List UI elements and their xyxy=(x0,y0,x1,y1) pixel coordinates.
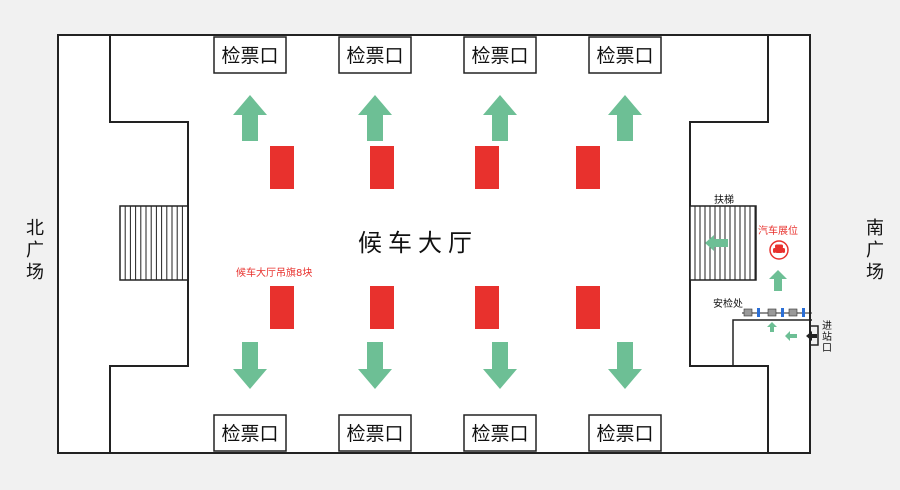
down-arrow-icon-2 xyxy=(358,342,392,389)
entrance-char-2: 站 xyxy=(822,330,832,343)
hanging-banner-7 xyxy=(475,286,499,329)
entrance-door-icon xyxy=(806,320,819,351)
south-plaza-char-2: 广 xyxy=(866,240,884,261)
south-plaza-label: 南 广 场 xyxy=(866,218,884,283)
ticket-gate-label: 检票口 xyxy=(471,45,528,67)
ticket-gate-top-3: 检票口 xyxy=(463,36,537,74)
ticket-gate-bottom-4: 检票口 xyxy=(588,414,662,452)
car-icon xyxy=(769,240,789,260)
car-exhibit-label: 汽车展位 xyxy=(758,224,798,237)
south-plaza-char-3: 场 xyxy=(866,262,884,283)
down-arrow-icon-1 xyxy=(233,342,267,389)
hanging-banner-3 xyxy=(475,146,499,189)
scanner-icon xyxy=(743,308,798,317)
up-arrow-icon-4 xyxy=(608,95,642,141)
hanging-banner-5 xyxy=(270,286,294,329)
hanging-banner-1 xyxy=(270,146,294,189)
hall-label: 候车大厅 xyxy=(358,229,478,257)
north-plaza-char-1: 北 xyxy=(26,218,44,239)
ticket-gate-label: 检票口 xyxy=(221,423,278,445)
entrance-char-1: 进 xyxy=(822,320,832,332)
ticket-gate-label: 检票口 xyxy=(471,423,528,445)
small-up-arrow-icon xyxy=(767,322,777,332)
banner-caption: 候车大厅吊旗8块 xyxy=(236,266,312,279)
north-plaza-char-3: 场 xyxy=(26,262,44,283)
down-arrow-icon-4 xyxy=(608,342,642,389)
south-plaza-char-1: 南 xyxy=(866,218,884,239)
hanging-banner-8 xyxy=(576,286,600,329)
ticket-gate-bottom-2: 检票口 xyxy=(338,414,412,452)
north-plaza-label: 北 广 场 xyxy=(26,218,44,283)
hanging-banner-6 xyxy=(370,286,394,329)
escalator-left-arrow-icon xyxy=(705,235,728,251)
escalator xyxy=(689,205,757,281)
ticket-gate-bottom-3: 检票口 xyxy=(463,414,537,452)
ticket-gate-label: 检票口 xyxy=(346,423,403,445)
ticket-gate-top-4: 检票口 xyxy=(588,36,662,74)
up-arrow-icon-3 xyxy=(483,95,517,141)
entrance-char-3: 口 xyxy=(822,343,832,354)
security-label: 安检处 xyxy=(713,297,743,310)
north-staircase xyxy=(119,205,189,281)
down-arrow-icon-3 xyxy=(483,342,517,389)
ticket-gate-label: 检票口 xyxy=(346,45,403,67)
hall-wall xyxy=(109,34,769,454)
hanging-banner-2 xyxy=(370,146,394,189)
ticket-gate-top-2: 检票口 xyxy=(338,36,412,74)
escalator-label: 扶梯 xyxy=(714,193,734,206)
hanging-banner-4 xyxy=(576,146,600,189)
ticket-gate-label: 检票口 xyxy=(596,423,653,445)
ticket-gate-top-1: 检票口 xyxy=(213,36,287,74)
small-left-arrow-icon xyxy=(785,331,797,341)
security-lane xyxy=(732,308,812,366)
up-arrow-icon xyxy=(769,270,787,291)
ticket-gate-label: 检票口 xyxy=(221,45,278,67)
ticket-gate-bottom-1: 检票口 xyxy=(213,414,287,452)
up-arrow-icon-2 xyxy=(358,95,392,141)
gate-posts-icon xyxy=(757,308,805,317)
entrance-label: 进 站 口 xyxy=(822,320,832,354)
up-arrow-icon-1 xyxy=(233,95,267,141)
north-plaza-char-2: 广 xyxy=(26,240,44,261)
ticket-gate-label: 检票口 xyxy=(596,45,653,67)
